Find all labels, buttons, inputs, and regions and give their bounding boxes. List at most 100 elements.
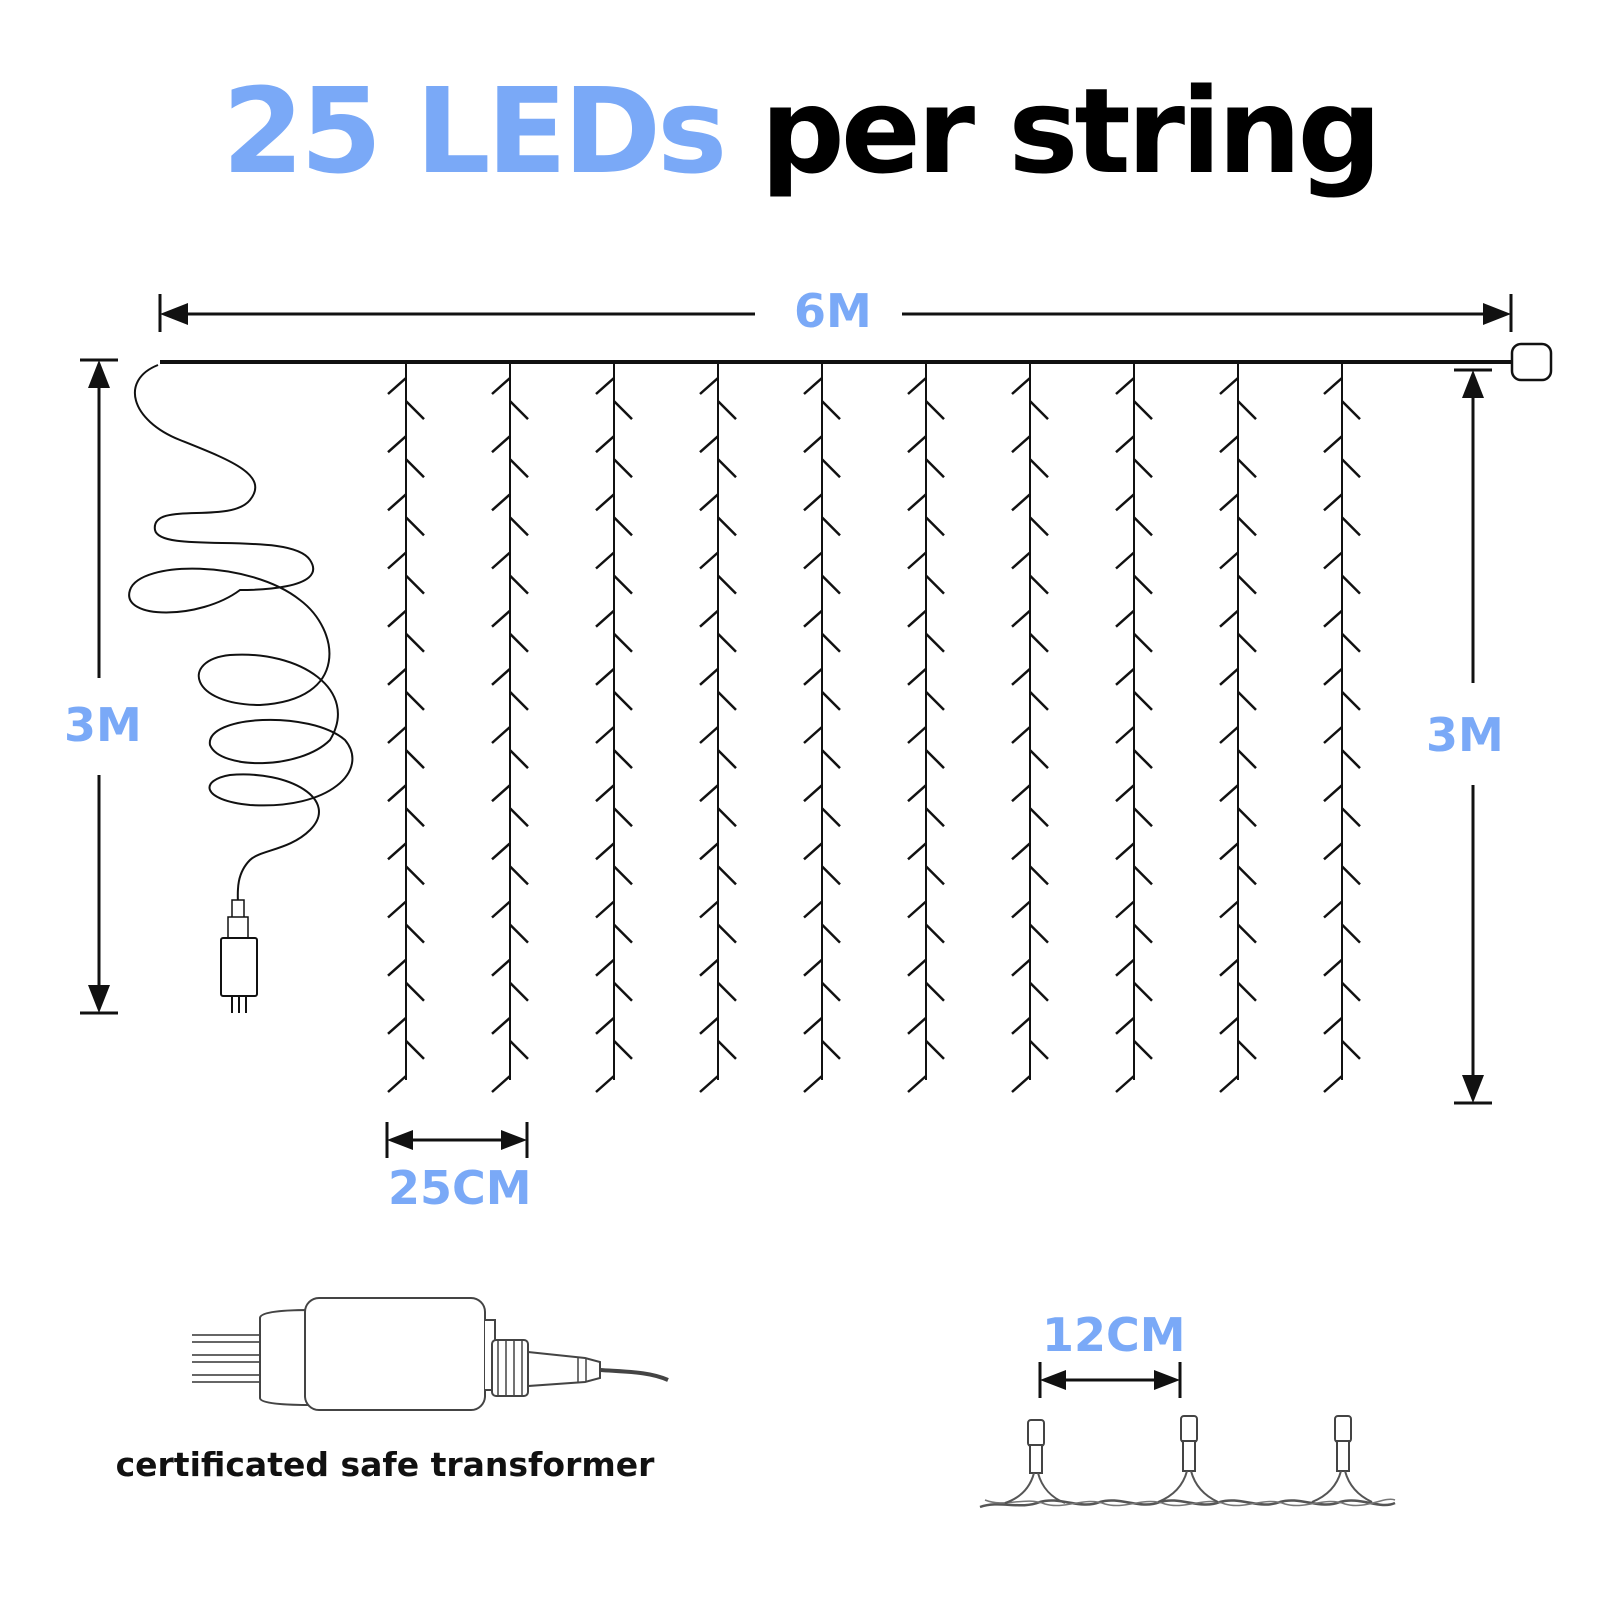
led-bulb <box>1219 842 1239 861</box>
led-bulb <box>1341 632 1361 653</box>
led-bulb <box>1237 691 1257 711</box>
led-bulb <box>699 493 719 512</box>
led-bulb <box>509 749 529 769</box>
led-bulb <box>595 1075 615 1093</box>
led-bulb <box>491 900 511 919</box>
led-bulb <box>717 632 737 653</box>
led-bulb <box>1115 784 1135 803</box>
led-bulb <box>1133 807 1153 828</box>
led-bulb <box>1219 1016 1239 1035</box>
led-bulb <box>1115 900 1135 919</box>
led-bulb <box>509 516 529 537</box>
led-bulb <box>925 400 945 420</box>
led-bulb <box>821 691 841 711</box>
led-bulb <box>1133 632 1153 653</box>
left-height-dimension <box>80 358 118 1015</box>
led-string <box>1323 364 1361 1093</box>
led-bulb <box>387 784 407 803</box>
led-bulb <box>491 493 511 512</box>
led-bulb <box>717 865 737 886</box>
led-bulb <box>1323 900 1343 919</box>
led-bulb <box>803 900 823 919</box>
led-bulb <box>1237 865 1257 886</box>
led-bulb <box>509 574 529 595</box>
led-bulb <box>405 923 425 944</box>
led-bulb <box>1029 516 1049 537</box>
led-bulb <box>1029 1040 1049 1060</box>
led-bulb <box>717 807 737 828</box>
led-bulb <box>907 1075 927 1093</box>
led-bulb <box>491 1016 511 1035</box>
led-bulb <box>1219 726 1239 744</box>
led-bulb <box>595 667 615 686</box>
led-bulb <box>1323 726 1343 744</box>
led-bulb <box>595 958 615 977</box>
led-bulb <box>925 981 945 1002</box>
led-bulb <box>491 435 511 454</box>
led-bulb <box>1115 1075 1135 1093</box>
led-spacing-dimension <box>1038 1362 1182 1398</box>
led-bulb <box>821 458 841 479</box>
led-bulb <box>491 1075 511 1093</box>
led-bulb <box>595 784 615 803</box>
led-bulb <box>1237 632 1257 653</box>
led-string <box>699 364 737 1093</box>
led-bulb <box>1237 807 1257 828</box>
led-bulb <box>491 842 511 861</box>
led-bulb <box>1115 493 1135 512</box>
led-bulb <box>1029 691 1049 711</box>
led-bulb <box>1133 1040 1153 1060</box>
led-bulb <box>509 865 529 886</box>
led-bulb <box>405 516 425 537</box>
led-bulb <box>717 400 737 420</box>
led-bulb <box>907 435 927 454</box>
led-bulb <box>1011 1016 1031 1035</box>
led-bulb <box>699 435 719 454</box>
led-string <box>491 364 529 1093</box>
led-bulb <box>1029 574 1049 595</box>
led-string <box>387 364 425 1093</box>
led-bulb <box>1237 574 1257 595</box>
led-bulb <box>717 458 737 479</box>
led-bulb <box>1341 516 1361 537</box>
led-bulb <box>925 458 945 479</box>
led-bulb <box>1341 981 1361 1002</box>
led-bulb <box>1237 1040 1257 1060</box>
led-bulb <box>1219 609 1239 628</box>
led-bulb <box>1219 667 1239 686</box>
led-bulb <box>405 691 425 711</box>
led-bulb <box>491 726 511 744</box>
height-left-label: 3M <box>60 702 146 748</box>
led-bulb <box>821 400 841 420</box>
led-bulb <box>405 574 425 595</box>
led-bulb <box>405 632 425 653</box>
transformer-illustration <box>192 1297 669 1411</box>
led-bulb <box>803 784 823 803</box>
led-bulb <box>1011 435 1031 454</box>
led-bulb <box>925 574 945 595</box>
led-bulb <box>387 667 407 686</box>
led-bulb <box>613 1040 633 1060</box>
led-bulb <box>1115 842 1135 861</box>
led-bulb <box>821 574 841 595</box>
led-bulb <box>803 435 823 454</box>
led-bulb <box>387 551 407 570</box>
led-bulb <box>907 377 927 395</box>
led-bulb <box>509 632 529 653</box>
led-bulb <box>1219 784 1239 803</box>
led-bulb <box>821 981 841 1002</box>
led-bulb <box>907 609 927 628</box>
led-bulb <box>1133 865 1153 886</box>
width-dimension <box>158 294 1513 332</box>
led-bulb <box>387 377 407 395</box>
led-bulb <box>699 667 719 686</box>
led-bulb <box>1115 609 1135 628</box>
led-string <box>907 364 945 1093</box>
led-bulb <box>1219 551 1239 570</box>
led-bulb <box>387 900 407 919</box>
led-closeup <box>979 1415 1396 1509</box>
led-bulb <box>907 784 927 803</box>
led-bulb <box>1011 726 1031 744</box>
string-spacing-label: 25CM <box>384 1165 536 1211</box>
led-bulb <box>1011 609 1031 628</box>
